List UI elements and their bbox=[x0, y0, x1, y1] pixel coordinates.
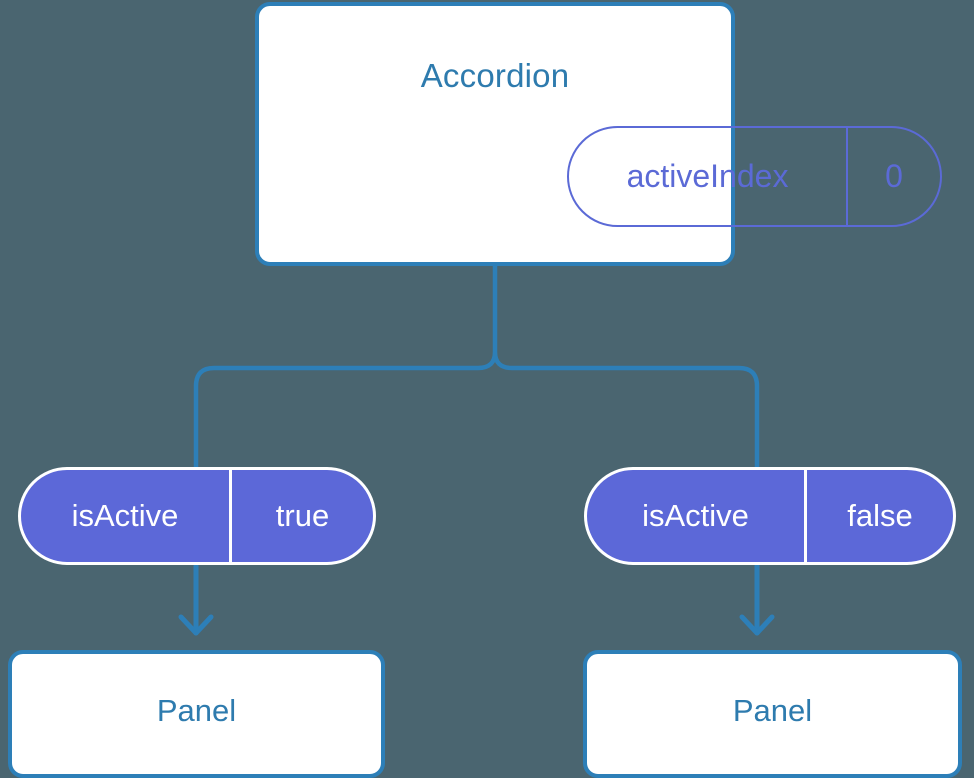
connector-split-bar bbox=[193, 351, 760, 468]
node-panel-card-right[interactable]: Panel bbox=[583, 650, 962, 778]
arrowhead-left-icon bbox=[178, 614, 214, 636]
prop-key-label: isActive bbox=[587, 470, 807, 562]
panel-title: Panel bbox=[732, 693, 813, 728]
accordion-title: Accordion bbox=[420, 57, 570, 94]
node-accordion-card[interactable]: Accordion activeIndex 0 bbox=[255, 2, 942, 266]
prop-key-label: isActive bbox=[21, 470, 232, 562]
state-value-label: 0 bbox=[885, 158, 903, 194]
prop-value-label: false bbox=[847, 498, 913, 533]
prop-value-label: true bbox=[275, 498, 330, 533]
state-key-label: activeIndex bbox=[569, 128, 848, 225]
prop-pill-is-active-false[interactable]: isActive false bbox=[584, 467, 956, 565]
node-panel-card-left[interactable]: Panel bbox=[8, 650, 385, 778]
state-pill-active-index[interactable]: activeIndex 0 bbox=[567, 126, 942, 227]
panel-title: Panel bbox=[156, 693, 237, 728]
prop-pill-is-active-true[interactable]: isActive true bbox=[18, 467, 376, 565]
arrowhead-right-icon bbox=[739, 614, 775, 636]
